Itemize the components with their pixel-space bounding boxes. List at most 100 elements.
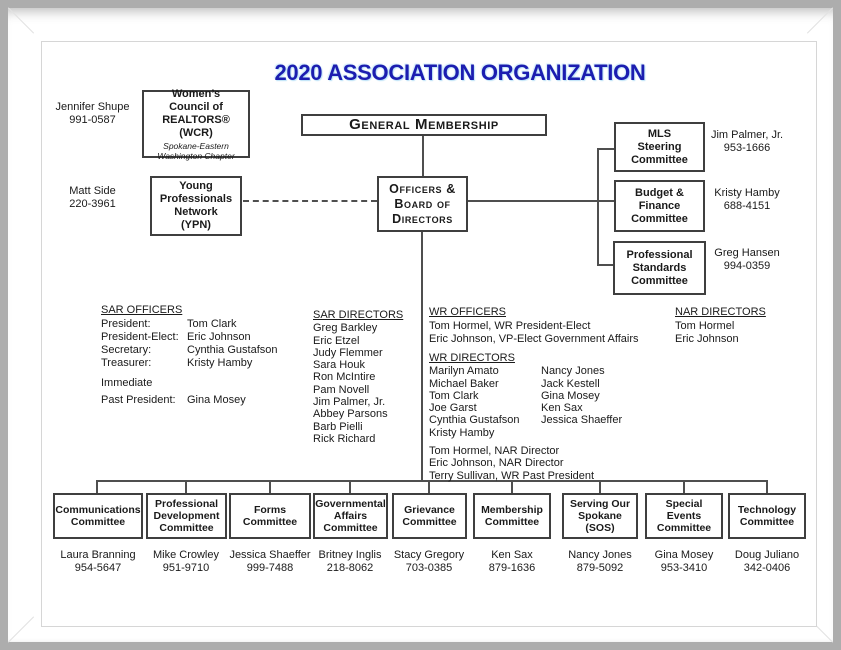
- chair-name: Gina Mosey: [654, 549, 714, 561]
- drop-sos: [599, 480, 601, 495]
- nar-directors-heading: NAR DIRECTORS: [675, 306, 766, 318]
- director-name: Pam Novell: [313, 383, 370, 396]
- ypn-contact: Matt Side 220-3961: [40, 185, 145, 210]
- budget-contact-phone: 688-4151: [723, 199, 771, 212]
- officer-role: President:: [101, 318, 151, 330]
- committee-line: Communications: [55, 504, 141, 516]
- drop-forms: [269, 480, 271, 495]
- membership-contact: Ken Sax 879-1636: [457, 549, 567, 574]
- sos-contact: Nancy Jones 879-5092: [545, 549, 655, 574]
- chair-phone: 703-0385: [405, 561, 453, 574]
- director-name: Judy Flemmer: [313, 346, 383, 359]
- mls-contact-phone: 953-1666: [723, 141, 771, 154]
- director-name: Joe Garst: [429, 402, 477, 415]
- wr-officer-line: Eric Johnson, VP-Elect Government Affair…: [429, 333, 639, 345]
- general-membership-label: General Membership: [349, 116, 499, 133]
- director-name: Gina Mosey: [541, 389, 600, 402]
- wr-officers-heading: WR OFFICERS: [429, 306, 506, 318]
- officers-board-line: Directors: [392, 211, 453, 226]
- ypn-line: Professionals: [159, 193, 233, 205]
- officer-role: Treasurer:: [101, 357, 152, 369]
- sar-officer-row: Treasurer: Kristy Hamby: [101, 357, 278, 370]
- officer-role: President-Elect:: [101, 331, 179, 343]
- director-name: Michael Baker: [429, 377, 499, 390]
- committee-line: Professional: [154, 498, 219, 510]
- committee-line: Serving Our: [569, 498, 631, 510]
- special-events-contact: Gina Mosey 953-3410: [629, 549, 739, 574]
- chair-name: Nancy Jones: [568, 549, 632, 561]
- wcr-line: Women’s: [171, 87, 221, 100]
- committee-line: Committee: [631, 274, 688, 287]
- committee-line: Affairs: [333, 510, 368, 522]
- wcr-line: Council of: [169, 100, 223, 113]
- chair-name: Britney Inglis: [318, 549, 382, 561]
- chair-phone: 953-3410: [660, 561, 708, 574]
- officer-role: Past President:: [101, 394, 176, 406]
- grievance-contact: Stacy Gregory 703-0385: [374, 549, 484, 574]
- officer-name: Tom Clark: [187, 318, 237, 330]
- drop-grievance: [428, 480, 430, 495]
- committee-box-mls-steering: MLS Steering Committee: [614, 122, 705, 172]
- committee-line: Professional: [626, 248, 693, 261]
- committee-line: Committee: [70, 516, 126, 528]
- director-name: Nancy Jones: [541, 365, 605, 378]
- sar-officer-row: Past President:Gina Mosey: [101, 394, 278, 407]
- wr-directors-col1: Marilyn Amato Michael Baker Tom Clark Jo…: [429, 365, 541, 439]
- chair-name: Laura Branning: [60, 549, 136, 561]
- connector-right-bracket: [597, 148, 599, 266]
- governmental-affairs-contact: Britney Inglis 218-8062: [295, 549, 405, 574]
- committee-line: Committee: [323, 522, 378, 534]
- committee-box-professional-standards: Professional Standards Committee: [613, 241, 706, 295]
- wr-officer-line: Tom Hormel, WR President-Elect: [429, 320, 591, 332]
- budget-contact: Kristy Hamby 688-4151: [697, 187, 797, 212]
- wr-directors-columns: Marilyn Amato Michael Baker Tom Clark Jo…: [429, 365, 622, 439]
- spacer: [101, 370, 278, 377]
- committee-line: Development: [153, 510, 220, 522]
- immediate-label: Immediate: [101, 377, 153, 389]
- committee-line: Forms: [253, 504, 287, 516]
- officers-board-box: Officers & Board of Directors: [377, 176, 468, 232]
- connector-stub-mls: [597, 148, 614, 150]
- sar-directors-list: SAR DIRECTORS Greg Barkley Eric Etzel Ju…: [313, 309, 403, 445]
- committee-line: Committee: [656, 522, 712, 534]
- ypn-line: (YPN): [181, 219, 211, 231]
- communications-contact: Laura Branning 954-5647: [43, 549, 153, 574]
- officer-name: Cynthia Gustafson: [187, 344, 278, 356]
- director-name: Jessica Shaeffer: [541, 414, 623, 427]
- drop-membership: [511, 480, 513, 495]
- committee-line: Committee: [242, 516, 298, 528]
- drop-technology: [766, 480, 768, 495]
- chair-name: Doug Juliano: [734, 549, 800, 561]
- committee-box-grievance: Grievance Committee: [392, 493, 467, 539]
- chair-phone: 879-5092: [576, 561, 624, 574]
- wr-directors-col2: Nancy Jones Jack Kestell Gina Mosey Ken …: [541, 365, 622, 439]
- ypn-box: Young Professionals Network (YPN): [150, 176, 242, 236]
- committee-line: Technology: [737, 504, 797, 516]
- standards-contact-phone: 994-0359: [723, 259, 771, 272]
- director-name: Greg Barkley: [313, 322, 378, 335]
- general-membership-box: General Membership: [301, 114, 547, 136]
- wcr-line: REALTORS® (WCR): [162, 113, 230, 139]
- director-name: Tom Clark: [429, 389, 479, 402]
- frame-miter-top-right: [806, 7, 834, 34]
- officers-board-line: Officers &: [389, 181, 456, 196]
- forms-contact: Jessica Shaeffer 999-7488: [215, 549, 325, 574]
- footer-line: Terry Sullivan, WR Past President: [429, 469, 595, 482]
- connector-board-to-right: [468, 200, 614, 202]
- frame-miter-bottom-left: [7, 616, 35, 643]
- footer-line: Tom Hormel, NAR Director: [429, 445, 560, 458]
- drop-governmental-affairs: [349, 480, 351, 495]
- committee-line: Membership: [481, 504, 543, 516]
- committee-box-forms: Forms Committee: [229, 493, 311, 539]
- sar-directors-heading: SAR DIRECTORS: [313, 309, 404, 321]
- wr-directors-heading: WR DIRECTORS: [429, 352, 515, 364]
- wcr-subtitle-line: Spokane-Eastern: [163, 140, 229, 151]
- frame-miter-top-left: [7, 7, 35, 34]
- standards-contact-name: Greg Hansen: [714, 247, 780, 259]
- officer-name: Kristy Hamby: [187, 357, 253, 369]
- committee-box-communications: Communications Committee: [53, 493, 143, 539]
- committee-line: Committee: [402, 516, 457, 528]
- chair-name: Stacy Gregory: [393, 549, 465, 561]
- committee-box-membership: Membership Committee: [473, 493, 551, 539]
